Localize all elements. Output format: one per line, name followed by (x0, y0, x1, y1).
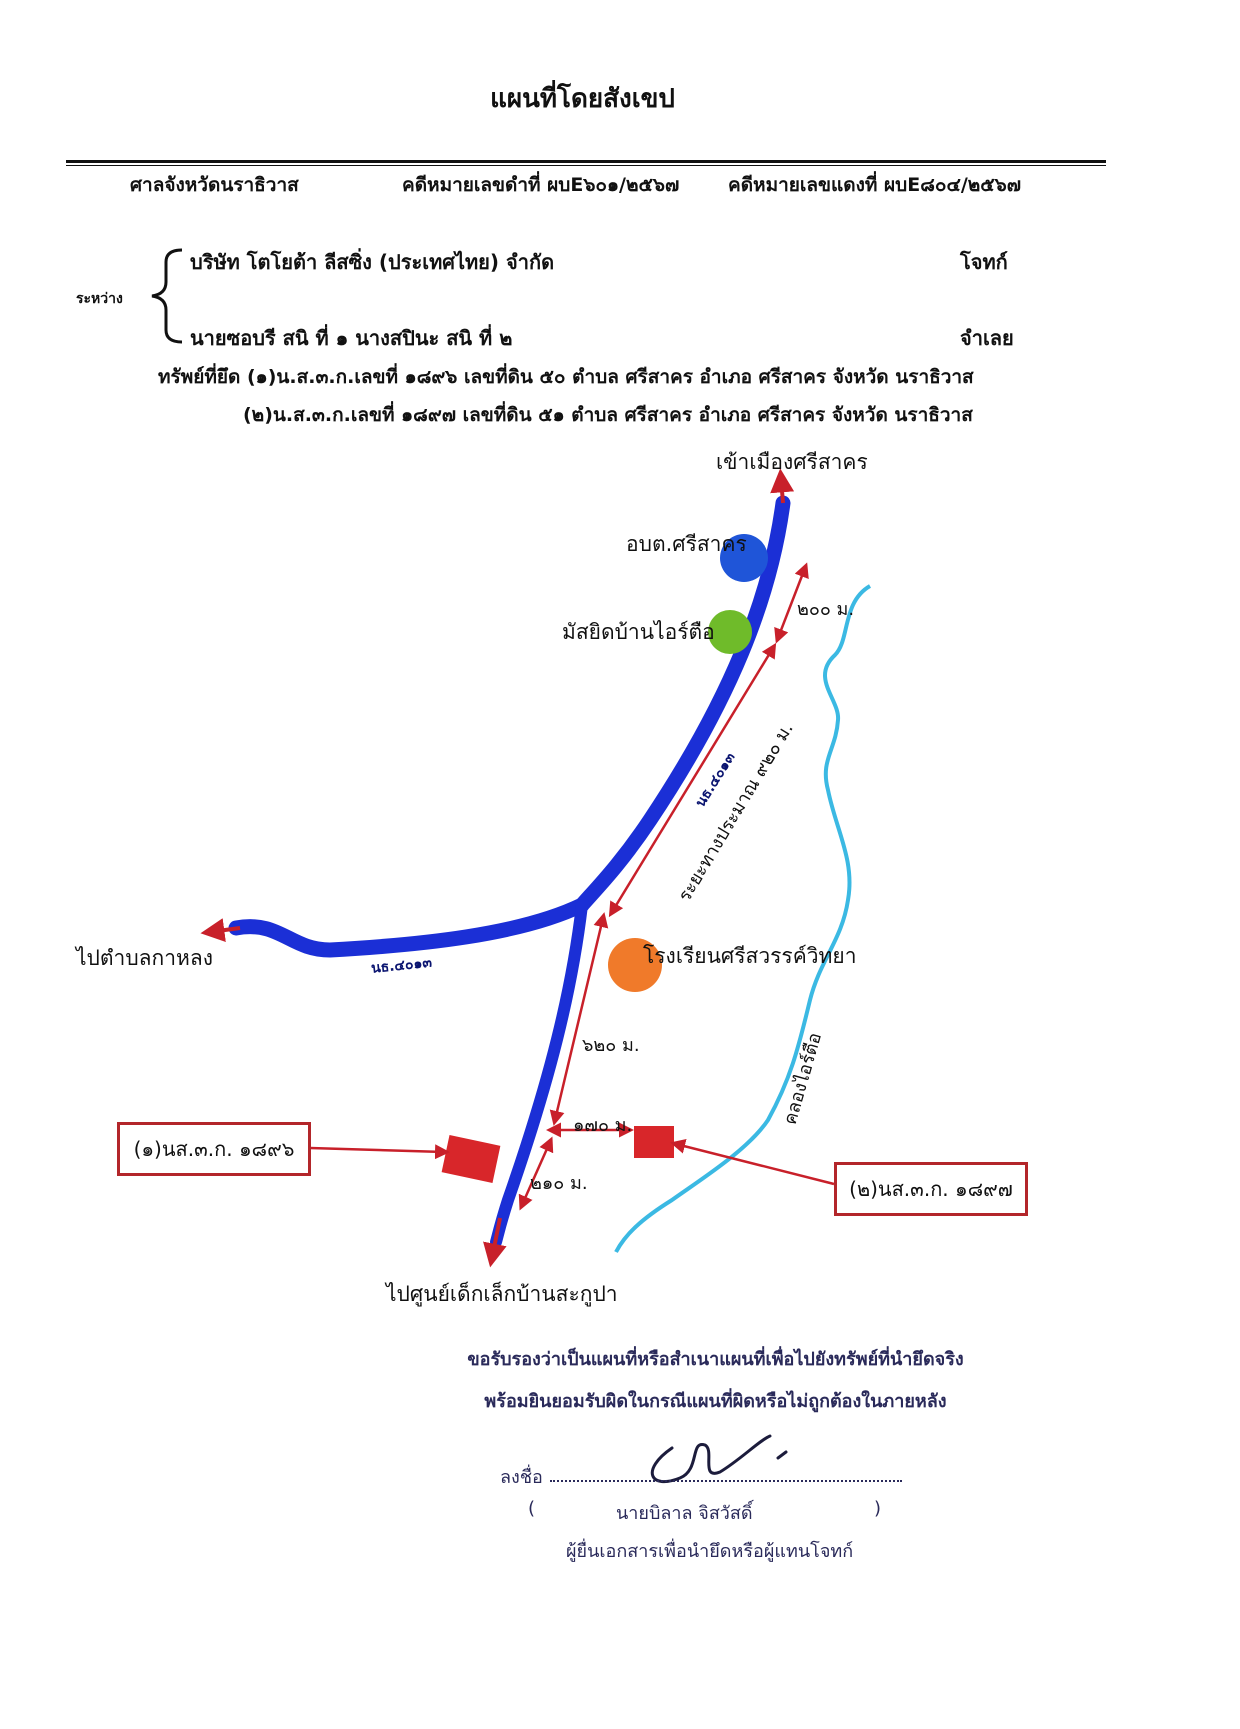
plot-1-connector (309, 1144, 450, 1160)
plaintiff-role: โจทก์ (960, 250, 1008, 274)
sao-marker (720, 534, 768, 582)
label-620m: ๖๒๐ ม. (582, 1035, 640, 1056)
arrow-to-kalong (200, 918, 241, 942)
plot-1-marker (441, 1135, 501, 1183)
label-to-child-center: ไปศูนย์เด็กเล็กบ้านสะกูปา (386, 1282, 618, 1306)
plot-2-label: (๒)นส.๓.ก. ๑๘๙๗ (849, 1177, 1013, 1201)
west-road (228, 897, 590, 958)
certification-line-1: ขอรับรองว่าเป็นแผนที่หรือสำเนาแผนที่เพื่… (467, 1349, 964, 1370)
arrow-210m (518, 1136, 554, 1211)
signer-role: ผู้ยื่นเอกสารเพื่อนำยึดหรือผู้แทนโจทก์ (566, 1541, 854, 1562)
certification-line-2: พร้อมยินยอมรับผิดในกรณีแผนที่ผิดหรือไม่ถ… (484, 1391, 947, 1412)
sign-label: ลงชื่อ (500, 1467, 543, 1488)
label-to-town: เข้าเมืองศรีสาคร (716, 450, 868, 474)
red-case-number: คดีหมายเลขแดงที่ ผบE๘๐๔/๒๕๖๗ (728, 174, 1022, 196)
plot-2-marker (634, 1126, 674, 1158)
plot-1-label-box: (๑)นส.๓.ก. ๑๘๙๖ (117, 1122, 311, 1176)
between-label: ระหว่าง (76, 291, 123, 307)
arrow-200m (774, 562, 809, 644)
header-rule (66, 160, 1106, 163)
paren-open: ( (528, 1498, 536, 1519)
arrow-620m (549, 912, 609, 1126)
defendant-role: จำเลย (960, 326, 1014, 350)
seized-asset-2: (๒)น.ส.๓.ก.เลขที่ ๑๘๙๗ เลขที่ดิน ๕๑ ตำบล… (243, 404, 973, 426)
signature-mark (650, 1434, 788, 1484)
label-mosque: มัสยิดบ้านไอร์ตือ (562, 620, 715, 644)
court-name: ศาลจังหวัดนราธิวาส (130, 174, 299, 196)
label-170m: ๑๗๐ ม. (573, 1115, 633, 1136)
plot-1-label: (๑)นส.๓.ก. ๑๘๙๖ (133, 1137, 295, 1161)
label-school: โรงเรียนศรีสวรรค์วิทยา (643, 944, 857, 968)
canal-line (614, 584, 872, 1253)
arrow-to-town (770, 468, 795, 504)
black-case-number: คดีหมายเลขดำที่ ผบE๖๐๑/๒๕๖๗ (402, 174, 680, 196)
defendant-names: นายซอบรี สนิ ที่ ๑ นางสปินะ สนิ ที่ ๒ (190, 326, 513, 350)
signature-line (550, 1480, 902, 1482)
label-210m: ๒๑๐ ม. (530, 1173, 588, 1194)
label-sao: อบต.ศรีสาคร (626, 532, 747, 556)
arrow-920m (608, 642, 777, 918)
document-title: แผนที่โดยสังเขป (490, 84, 675, 114)
plot-2-connector (670, 1138, 835, 1186)
plot-2-label-box: (๒)นส.๓.ก. ๑๘๙๗ (834, 1162, 1028, 1216)
header-rule-thin (66, 165, 1106, 166)
school-marker (608, 938, 662, 992)
seized-asset-1: ทรัพย์ที่ยึด (๑)น.ส.๓.ก.เลขที่ ๑๘๙๖ เลขท… (158, 366, 974, 388)
paren-close: ) (874, 1498, 882, 1519)
plaintiff-name: บริษัท โตโยต้า ลีสซิ่ง (ประเทศไทย) จำกัด (190, 250, 555, 274)
signer-name: นายบิลาล จิสวัสดิ์ (616, 1503, 753, 1524)
label-to-kalong: ไปตำบลกาหลง (76, 946, 213, 970)
label-200m: ๒๐๐ ม. (797, 599, 855, 620)
arrow-to-child-center (483, 1217, 507, 1268)
